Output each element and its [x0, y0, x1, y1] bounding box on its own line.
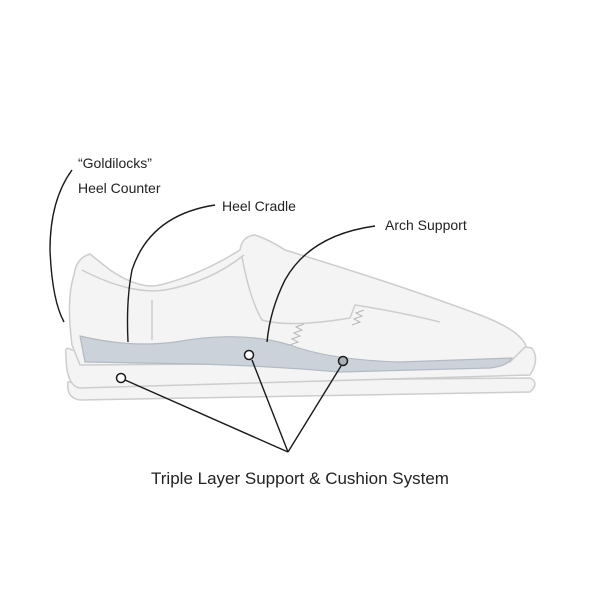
label-arch-support: Arch Support: [385, 217, 467, 233]
insole-layer: [79, 335, 513, 373]
diagram-title: Triple Layer Support & Cushion System: [151, 469, 449, 488]
label-heel-cradle: Heel Cradle: [222, 198, 296, 214]
collar: [81, 254, 245, 292]
marker-midsole: [243, 349, 255, 361]
stitches: [289, 309, 365, 346]
label-goldilocks: “Goldilocks”: [78, 155, 152, 171]
marker-insole: [337, 355, 349, 367]
callout-line-midsole: [251, 359, 289, 453]
callout-line-heel-cradle: [126, 204, 216, 343]
marker-outsole: [115, 372, 127, 384]
upper: [68, 234, 527, 366]
label-heel-counter: Heel Counter: [78, 180, 161, 196]
callout-line-outsole: [124, 379, 289, 453]
strap: [241, 256, 441, 325]
callout-line-insole: [287, 365, 342, 453]
callout-line-heel-counter: [49, 169, 73, 323]
callout-line-arch-support: [266, 225, 376, 343]
